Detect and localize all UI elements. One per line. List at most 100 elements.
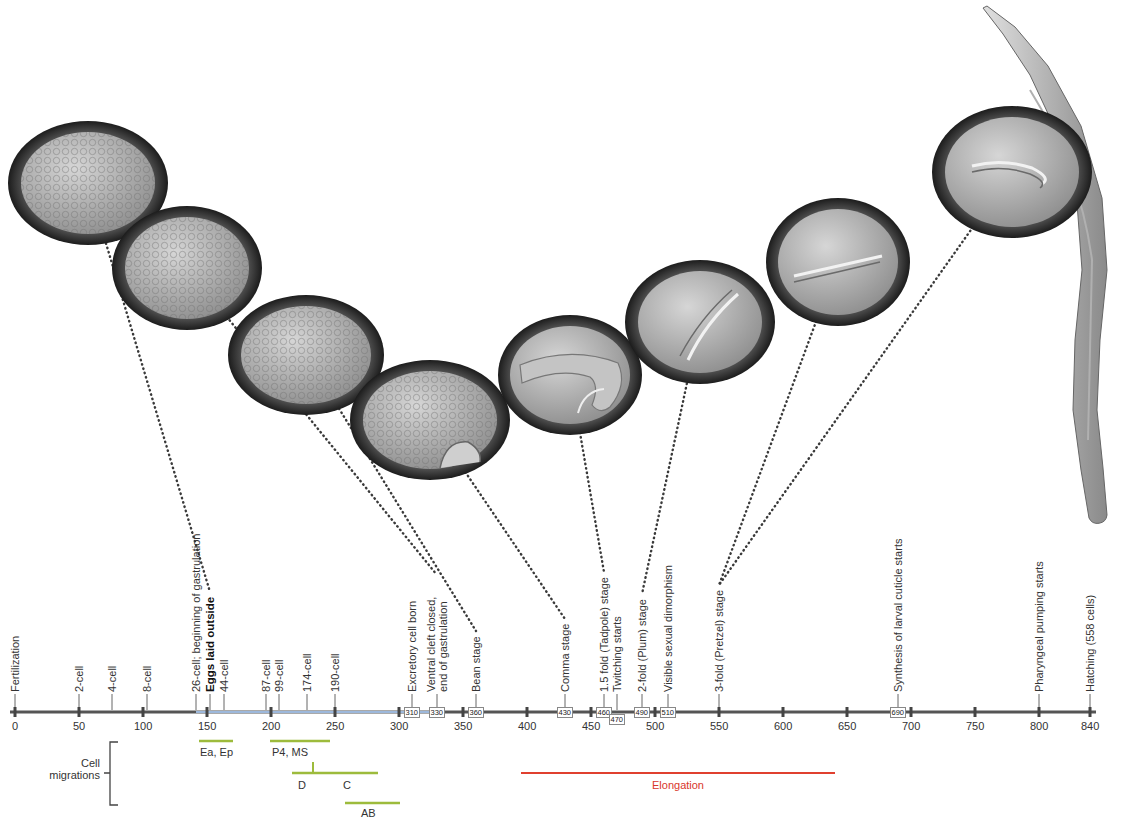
axis-number: 350 bbox=[454, 720, 472, 732]
stage-tick bbox=[196, 694, 197, 710]
stage-label: 2-fold (Plum) stage bbox=[636, 599, 648, 692]
axis-number: 700 bbox=[902, 720, 920, 732]
embryo-oval bbox=[766, 198, 910, 326]
time-marker: 690 bbox=[890, 707, 907, 718]
time-marker: 430 bbox=[557, 707, 574, 718]
stage-label: 3-fold (Pretzel) stage bbox=[713, 590, 725, 692]
elongation-bar bbox=[521, 772, 835, 774]
time-marker: 510 bbox=[660, 707, 677, 718]
time-marker: 490 bbox=[634, 707, 651, 718]
axis-tick bbox=[974, 707, 977, 717]
axis-number: 650 bbox=[838, 720, 856, 732]
axis-number: 0 bbox=[12, 720, 18, 732]
embryo-oval bbox=[625, 260, 775, 384]
larva-figure bbox=[983, 6, 1107, 523]
time-axis bbox=[10, 711, 1096, 714]
axis-ticks bbox=[14, 694, 1092, 717]
stage-tick bbox=[307, 694, 308, 710]
axis-number: 600 bbox=[774, 720, 792, 732]
axis-number: 100 bbox=[134, 720, 152, 732]
axis-tick bbox=[206, 707, 209, 717]
stage-label: 26-cell; beginning of gastrulation bbox=[190, 534, 202, 692]
stage-label: Hatching (558 cells) bbox=[1084, 595, 1096, 692]
stage-tick bbox=[266, 694, 267, 710]
stage-label: Fertilization bbox=[9, 636, 21, 692]
stage-label: Excretory cell born bbox=[406, 601, 418, 692]
axis-tick bbox=[526, 707, 529, 717]
stage-label: 4-cell bbox=[106, 666, 118, 692]
stage-label: Eggs laid outside bbox=[204, 597, 216, 692]
migration-label: D bbox=[298, 779, 306, 791]
leader-line bbox=[719, 172, 1012, 585]
stage-label: 8-cell bbox=[141, 666, 153, 692]
gastrulation-span bbox=[196, 711, 437, 713]
axis-number: 550 bbox=[710, 720, 728, 732]
time-marker: 330 bbox=[429, 707, 446, 718]
axis-number: 250 bbox=[326, 720, 344, 732]
migration-label: C bbox=[343, 779, 351, 791]
axis-tick bbox=[78, 707, 81, 717]
axis-tick bbox=[846, 707, 849, 717]
migration-bar bbox=[292, 772, 378, 775]
stage-label: Twitching starts bbox=[611, 616, 623, 692]
axis-number: 840 bbox=[1081, 720, 1099, 732]
stage-tick bbox=[224, 694, 225, 710]
axis-tick bbox=[782, 707, 785, 717]
embryo-oval bbox=[932, 106, 1092, 238]
stage-label: 174-cell bbox=[301, 653, 313, 692]
time-marker: 310 bbox=[404, 707, 421, 718]
axis-number: 50 bbox=[73, 720, 85, 732]
stage-label: 2-cell bbox=[73, 666, 85, 692]
phase-label: Elongation bbox=[652, 779, 704, 791]
axis-tick bbox=[1089, 707, 1092, 717]
axis-number: 150 bbox=[198, 720, 216, 732]
axis-tick bbox=[462, 707, 465, 717]
embryo-oval bbox=[112, 206, 262, 330]
axis-number: 400 bbox=[518, 720, 536, 732]
stage-tick bbox=[279, 694, 280, 710]
time-marker: 360 bbox=[468, 707, 485, 718]
axis-number: 800 bbox=[1030, 720, 1048, 732]
axis-tick bbox=[590, 707, 593, 717]
axis-number: 200 bbox=[262, 720, 280, 732]
stage-label: Pharyngeal pumping starts bbox=[1033, 561, 1045, 692]
axis-number: 450 bbox=[582, 720, 600, 732]
stage-label: Visible sexual dimorphism bbox=[662, 565, 674, 692]
migration-heading: Cell migrations bbox=[38, 757, 100, 781]
stage-label: 87-cell bbox=[260, 660, 272, 692]
stage-label: Synthesis of larval cuticle starts bbox=[892, 539, 904, 692]
axis-tick bbox=[270, 707, 273, 717]
migration-label: Ea, Ep bbox=[200, 746, 233, 758]
stage-label: Ventral cleft closed, end of gastrulatio… bbox=[425, 580, 449, 692]
time-marker: 470 bbox=[609, 714, 626, 725]
stage-label: Bean stage bbox=[470, 636, 482, 692]
stage-tick bbox=[112, 694, 113, 710]
leader-lines bbox=[88, 172, 1012, 631]
axis-number: 750 bbox=[966, 720, 984, 732]
migration-label: AB bbox=[361, 807, 376, 819]
stage-label: 44-cell bbox=[218, 660, 230, 692]
stage-label: Comma stage bbox=[559, 624, 571, 692]
migration-bar bbox=[270, 740, 330, 743]
migration-label: P4, MS bbox=[272, 746, 308, 758]
axis-tick bbox=[1038, 707, 1041, 717]
bracket bbox=[104, 742, 118, 805]
axis-number: 500 bbox=[646, 720, 664, 732]
stage-tick bbox=[617, 694, 618, 710]
migration-bar bbox=[345, 802, 400, 805]
stage-label: 190-cell bbox=[329, 653, 341, 692]
axis-tick bbox=[910, 707, 913, 717]
axis-tick bbox=[334, 707, 337, 717]
embryo-oval bbox=[350, 360, 510, 480]
embryo-oval bbox=[498, 315, 642, 435]
axis-tick bbox=[142, 707, 145, 717]
axis-tick bbox=[718, 707, 721, 717]
migration-bar bbox=[312, 762, 314, 773]
stage-tick bbox=[210, 694, 211, 710]
stage-tick bbox=[147, 694, 148, 710]
axis-tick bbox=[14, 707, 17, 717]
migration-bar bbox=[199, 740, 233, 743]
axis-number: 300 bbox=[390, 720, 408, 732]
stage-label: 1.5 fold (Tadpole) stage bbox=[598, 577, 610, 692]
